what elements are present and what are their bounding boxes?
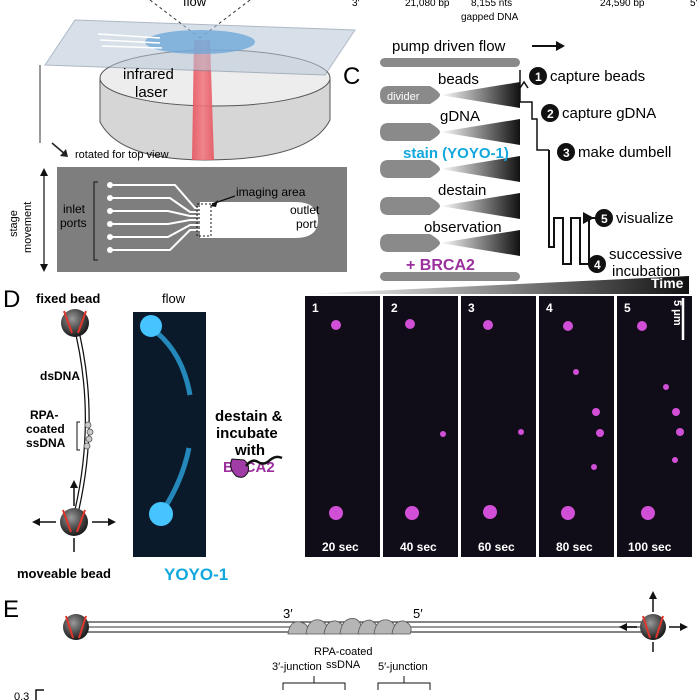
strip-bp2: 24,590 bp xyxy=(600,0,645,9)
microscope-stage-illustration xyxy=(39,0,356,161)
strip-nts: 8,155 nts xyxy=(471,0,512,9)
outlet-label: outlet xyxy=(290,203,320,217)
frame-2-num: 2 xyxy=(391,301,398,315)
step-4-text: successive xyxy=(609,246,682,263)
flow-cell-top-view xyxy=(40,167,347,272)
timelapse-frames xyxy=(305,296,692,557)
e-5junction-label: 5′-junction xyxy=(378,661,428,673)
step-5-badge xyxy=(595,209,613,227)
frame-5-time: 100 sec xyxy=(628,540,672,554)
step-3-text: make dumbell xyxy=(578,144,671,161)
port-label: port xyxy=(296,217,317,231)
step-1-badge xyxy=(529,67,547,85)
step-5-text: visualize xyxy=(616,210,674,227)
row-beads: beads xyxy=(438,71,479,88)
e-rpa-label-1: RPA-coated xyxy=(314,646,373,658)
pump-label: pump driven flow xyxy=(392,38,506,55)
step-connector-line xyxy=(519,70,549,151)
frame-3-time: 60 sec xyxy=(478,540,515,554)
frame-2-time: 40 sec xyxy=(400,540,437,554)
incubation-zigzag xyxy=(548,150,597,265)
brca2-protein-icon xyxy=(230,455,283,478)
e-5prime-label: 5′ xyxy=(413,606,423,621)
yoyo-image xyxy=(133,312,206,557)
step-4-badge xyxy=(588,255,606,273)
panel-c-letter: C xyxy=(343,63,360,90)
dna-tether-schematic xyxy=(35,591,688,700)
fixed-bead-label: fixed bead xyxy=(36,291,100,306)
rpa-label-1: RPA- xyxy=(30,408,58,422)
top-channel-bar xyxy=(380,58,520,67)
yoyo-label: YOYO-1 xyxy=(164,565,228,584)
step-3-badge xyxy=(557,143,575,161)
frame-1-time: 20 sec xyxy=(322,540,359,554)
divider-label: divider xyxy=(387,91,420,103)
rpa-label-2: coated xyxy=(26,422,65,436)
channel-layout xyxy=(380,82,520,281)
strip-3prime: 3' xyxy=(352,0,360,9)
frame-5-num: 5 xyxy=(624,301,631,315)
row-brca2: + BRCA2 xyxy=(406,257,475,274)
dsdna-label: dsDNA xyxy=(40,369,80,383)
strip-gapped: gapped DNA xyxy=(461,12,519,23)
frame-4-time: 80 sec xyxy=(556,540,593,554)
row-stain: stain (YOYO-1) xyxy=(403,145,509,162)
stage-label: stage xyxy=(8,210,20,237)
time-label: Time xyxy=(651,275,684,291)
panel-d-letter: D xyxy=(3,286,20,313)
laser-label: laser xyxy=(135,84,168,101)
frame-4-num: 4 xyxy=(546,301,553,315)
rotate-arrow-head xyxy=(60,149,68,157)
imaging-area-label: imaging area xyxy=(236,185,306,199)
step-1-num: 1 xyxy=(535,70,542,84)
time-gradient-bar xyxy=(305,276,689,294)
dumbbell-schematic xyxy=(32,309,116,552)
step-3-num: 3 xyxy=(563,146,570,160)
e-axis-label: 0.3 xyxy=(14,691,29,700)
destain-text-3: with xyxy=(234,442,265,459)
flow-image-label: flow xyxy=(162,291,186,306)
row-observation: observation xyxy=(424,219,502,236)
destain-text-2: incubate xyxy=(216,425,278,442)
e-3prime-label: 3′ xyxy=(283,606,293,621)
step-4-text-2: incubation xyxy=(612,263,680,280)
e-rpa-label-2: ssDNA xyxy=(326,659,361,671)
rpa-label-3: ssDNA xyxy=(26,436,66,450)
step-1-text: capture beads xyxy=(550,68,645,85)
step-2-num: 2 xyxy=(547,107,554,121)
frame-3-num: 3 xyxy=(468,301,475,315)
flow-arrow-right xyxy=(556,41,565,51)
row-destain: destain xyxy=(438,182,486,199)
frame-1-num: 1 xyxy=(312,301,319,315)
step-2-badge xyxy=(541,104,559,122)
rotated-label: rotated for top view xyxy=(75,149,169,161)
destain-text-1: destain & xyxy=(215,408,283,425)
e-3junction-label: 3′-junction xyxy=(272,661,322,673)
flow-top-label: flow xyxy=(183,0,207,9)
step-4-num: 4 xyxy=(594,258,601,272)
movement-label: movement xyxy=(22,202,34,253)
row-gdna: gDNA xyxy=(440,108,480,125)
step-2-text: capture gDNA xyxy=(562,105,656,122)
step-5-num: 5 xyxy=(601,212,608,226)
ports-label: ports xyxy=(60,216,87,230)
inlet-label: inlet xyxy=(63,202,86,216)
infrared-label: infrared xyxy=(123,66,174,83)
panel-e-letter: E xyxy=(3,596,19,623)
strip-bp1: 21,080 bp xyxy=(405,0,450,9)
scale-bar-label: 5 μm xyxy=(671,300,683,326)
moveable-bead-label: moveable bead xyxy=(17,566,111,581)
strip-5prime: 5' xyxy=(690,0,698,9)
